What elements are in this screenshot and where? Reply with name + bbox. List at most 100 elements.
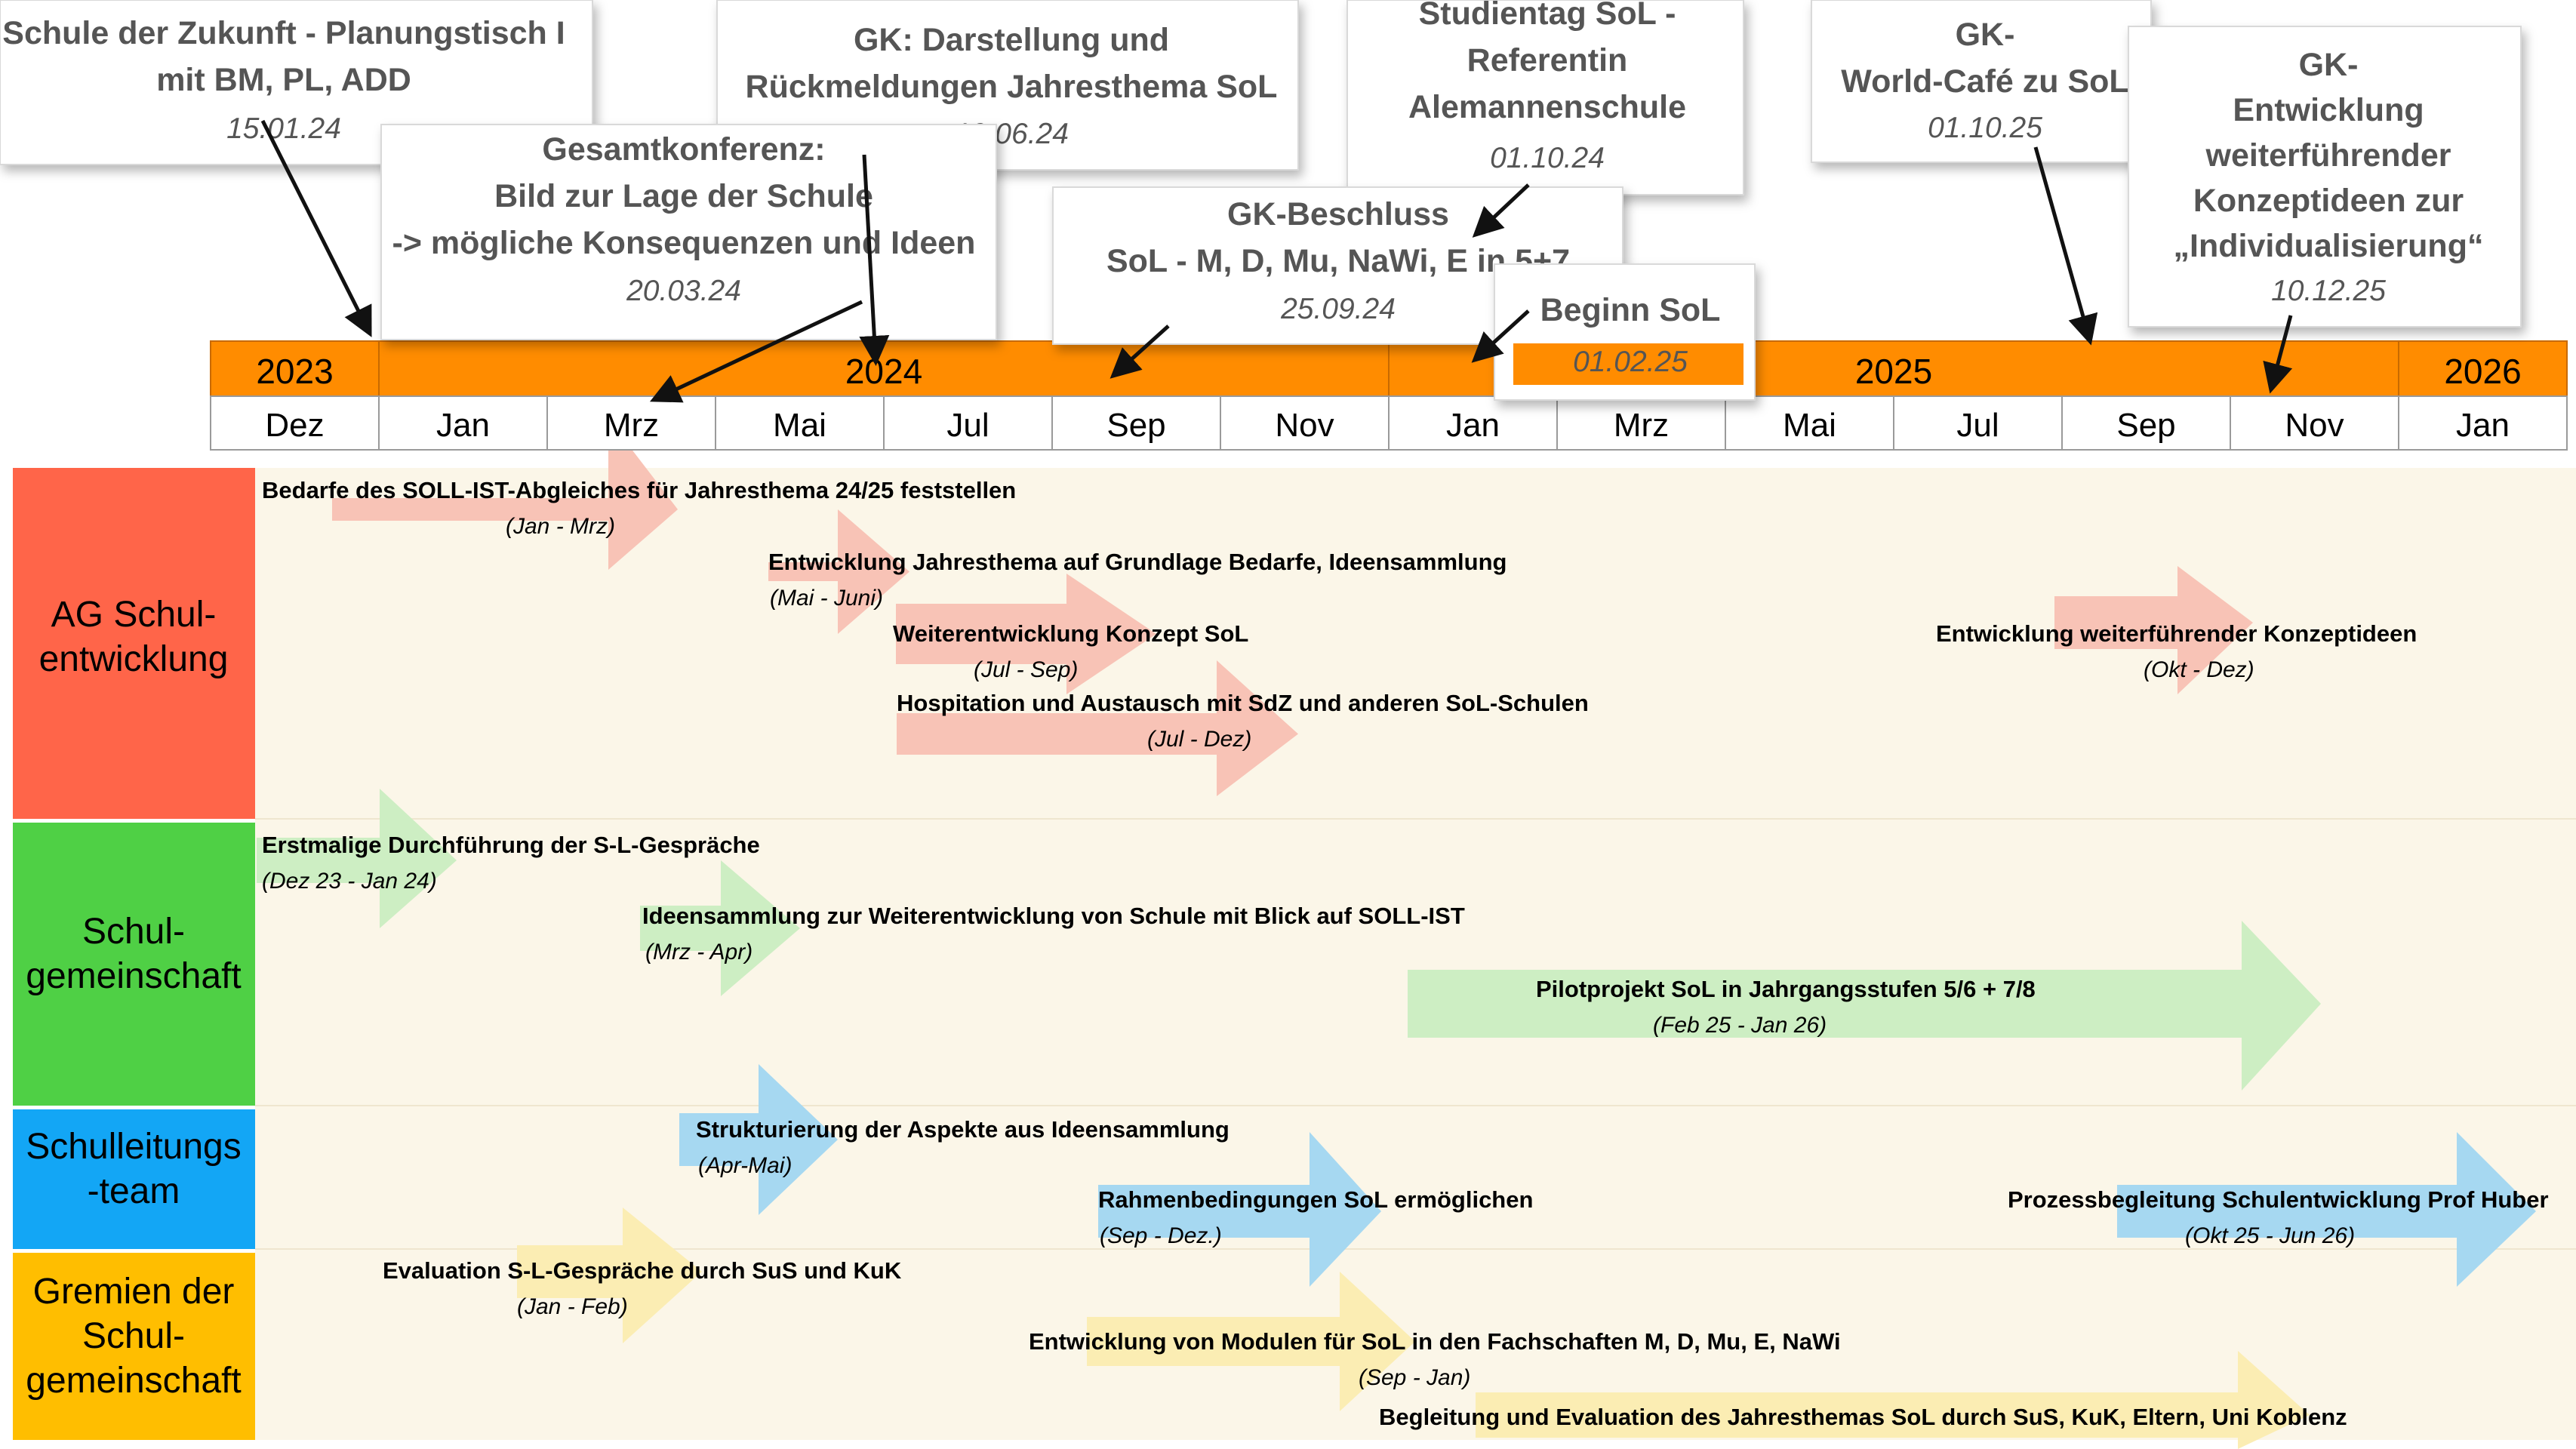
month-cell [2398, 395, 2568, 451]
activity [897, 660, 1298, 796]
activity-title: Prozessbegleitung Schulentwicklung Prof … [2008, 1186, 2549, 1213]
row-label-box [13, 1109, 255, 1249]
pointer-arrow [649, 300, 863, 403]
activity-period: (Jul - Dez) [1147, 727, 1251, 752]
activity [1476, 1351, 2310, 1449]
callout-date-highlight [1513, 343, 1743, 385]
month-label: Nov [1275, 407, 1334, 444]
activity-period: (Apr-Mai) [698, 1153, 792, 1178]
activity-title: Evaluation S-L-Gespräche durch SuS und K… [383, 1257, 902, 1284]
activity-arrow [679, 1064, 838, 1215]
callout-date: 25.09.24 [1280, 293, 1396, 325]
callout-title: GK- [1956, 17, 2015, 53]
activity [1408, 921, 2321, 1091]
callout-title: Konzeptideen zur [2193, 183, 2464, 219]
month-cell [1220, 395, 1390, 451]
callout-title: Referentin [1467, 42, 1628, 78]
activity-arrow [1408, 921, 2321, 1091]
activity-period: (Mrz - Apr) [645, 940, 752, 964]
milestone-callout: Gesamtkonferenz: Bild zur Lage der Schule… [380, 124, 997, 340]
month-label: Mrz [604, 407, 659, 444]
activity-period: (Sep - Dez.) [1100, 1223, 1222, 1248]
pointer-arrow [2263, 315, 2293, 394]
row-label-box [13, 1253, 255, 1440]
callout-title: Studientag SoL - [1419, 0, 1676, 32]
activity-arrow [768, 509, 909, 634]
callout-box [380, 124, 997, 340]
activity-title: Strukturierung der Aspekte aus Ideensamm… [696, 1116, 1230, 1143]
year-label: 2024 [845, 352, 922, 391]
activity-title: Begleitung und Evaluation des Jahresthem… [1379, 1404, 2347, 1430]
callout-title: Schule der Zukunft - Planungstisch I [2, 15, 565, 51]
pointer-arrow [260, 119, 372, 337]
month-label: Mai [1783, 407, 1836, 444]
activity-period: (Jan - Mrz) [506, 514, 615, 539]
milestone-callout: Beginn SoL 01.02.25 [1494, 263, 1756, 401]
activity [1087, 1272, 1415, 1411]
activity-arrow [332, 419, 678, 570]
activity-period: (Jul - Sep) [974, 657, 1078, 682]
callout-title: SoL - M, D, Mu, NaWi, E in 5+7 [1106, 243, 1570, 279]
month-label: Sep [2116, 407, 2175, 444]
activity-period: (Feb 25 - Jan 26) [1653, 1013, 1827, 1038]
callout-title: Bild zur Lage der Schule [494, 178, 873, 214]
activity [332, 419, 678, 570]
row-label-box [13, 823, 255, 1106]
month-label: Sep [1106, 407, 1165, 444]
month-label: Jul [1956, 407, 1999, 444]
activity [896, 574, 1156, 694]
callout-title: Beginn SoL [1540, 292, 1721, 328]
month-label: Jul [946, 407, 989, 444]
callout-date: 20.03.24 [626, 275, 741, 307]
milestone-callout: Schule der Zukunft - Planungstisch I mit … [0, 0, 593, 165]
callout-title: weiterführender [2205, 137, 2451, 174]
activity-period: (Sep - Jan) [1359, 1365, 1470, 1390]
callout-title: Entwicklung [2233, 92, 2424, 128]
activity-period: (Mai - Juni) [770, 586, 883, 611]
milestone-callout: Studientag SoL - ReferentinAlemannenschul… [1346, 0, 1744, 195]
activity [679, 1064, 838, 1215]
activity [768, 509, 909, 634]
month-label: Mai [773, 407, 826, 444]
row-label-text: Schulleitungs [26, 1127, 242, 1167]
activity [2117, 1132, 2536, 1287]
callout-box [2128, 26, 2522, 328]
month-label: Jan [436, 407, 490, 444]
activity-period: (Jan - Feb) [517, 1294, 628, 1319]
activity [517, 1208, 702, 1343]
activity-period: (Okt 25 - Jun 26) [2185, 1223, 2355, 1248]
activity-title: Pilotprojekt SoL in Jahrgangsstufen 5/6 … [1536, 976, 2036, 1002]
callout-date: 10.12.25 [2271, 275, 2386, 307]
row-label: Schul-gemeinschaft [13, 823, 255, 1106]
row-label-text: Schul- [82, 1316, 185, 1356]
activity [2054, 566, 2253, 694]
callout-title: Gesamtkonferenz: [542, 131, 825, 168]
callout-date: 01.02.25 [1573, 346, 1688, 378]
month-cell [715, 395, 885, 451]
callout-title: mit BM, PL, ADD [156, 62, 411, 98]
callout-title: Rückmeldungen Jahresthema SoL [746, 69, 1278, 105]
activity-arrow [1476, 1351, 2310, 1449]
activity-arrow [1098, 1132, 1381, 1287]
activity-arrow [257, 789, 457, 928]
callout-title: „Individualisierung“ [2174, 228, 2484, 264]
milestone-callout: GK-EntwicklungweiterführenderKonzeptidee… [2128, 26, 2522, 328]
callout-title: GK: Darstellung und [854, 22, 1169, 58]
month-label: Jan [2456, 407, 2510, 444]
month-cell [1388, 395, 1558, 451]
activity-title: Ideensammlung zur Weiterentwicklung von … [642, 903, 1465, 929]
activity-title: Entwicklung weiterführender Konzeptideen [1936, 620, 2417, 647]
activity-arrow [2117, 1132, 2536, 1287]
month-cell [210, 395, 380, 451]
activity [640, 860, 800, 996]
year-label: 2026 [2444, 352, 2521, 391]
callout-title: Alemannenschule [1408, 89, 1686, 125]
callout-title: GK-Beschluss [1227, 196, 1449, 232]
row-label: AG Schul-entwicklung [13, 468, 255, 819]
row-label: Schulleitungs-team [13, 1109, 255, 1249]
callout-title: World-Café zu SoL [1841, 63, 2128, 100]
month-cell [378, 395, 548, 451]
callout-box [1811, 0, 2152, 163]
